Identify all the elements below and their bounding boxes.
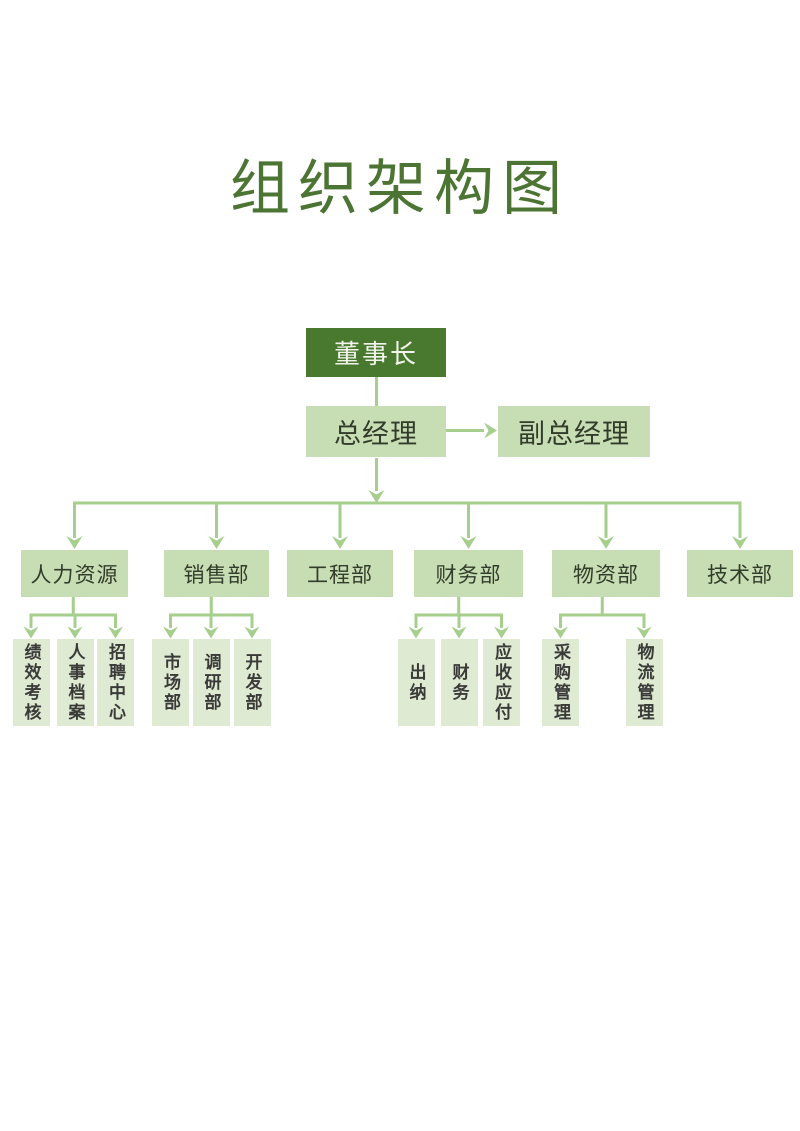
connector-hr-branch	[23, 597, 123, 639]
node-dept-finance: 财务部	[414, 550, 523, 597]
node-sub-logistics-management-label: 物流管理	[634, 642, 654, 723]
node-sub-development: 开发部	[233, 639, 271, 726]
node-sub-personnel-files: 人事档案	[56, 639, 94, 726]
node-general-manager: 总经理	[306, 406, 446, 457]
node-sub-performance-review: 绩效考核	[12, 639, 50, 726]
node-sub-marketing-label: 市场部	[161, 652, 180, 713]
node-dept-hr: 人力资源	[21, 550, 128, 597]
node-dept-technology-label: 技术部	[707, 562, 773, 587]
page-title: 组织架构图	[230, 156, 570, 222]
node-sub-receivables-payables-label: 应收应付	[492, 642, 511, 723]
node-sub-development-label: 开发部	[242, 652, 262, 713]
connector-dept-drops	[66, 501, 748, 549]
node-sub-procurement-management: 采购管理	[542, 639, 579, 726]
connector-sales-branch	[163, 597, 260, 639]
node-sub-research-label: 调研部	[201, 652, 221, 713]
connector-gm-deputy	[446, 422, 497, 439]
node-sub-procurement-management-label: 采购管理	[551, 642, 570, 723]
node-deputy-general-manager: 副总经理	[498, 406, 650, 457]
node-sub-finance: 财务	[440, 639, 478, 726]
node-sub-receivables-payables: 应收应付	[483, 639, 520, 726]
node-dept-sales: 销售部	[164, 550, 269, 597]
node-dept-finance-label: 财务部	[435, 562, 502, 587]
node-dept-technology: 技术部	[687, 550, 793, 597]
node-dept-engineering-label: 工程部	[307, 562, 373, 587]
connector-finance-branch	[408, 597, 509, 639]
node-sub-logistics-management: 物流管理	[625, 639, 663, 726]
node-sub-performance-review-label: 绩效考核	[21, 642, 41, 723]
node-sub-research: 调研部	[192, 639, 230, 726]
node-sub-marketing: 市场部	[152, 639, 189, 726]
connector-gm-stem	[368, 458, 385, 503]
node-sub-recruitment-center: 招聘中心	[97, 639, 134, 726]
node-dept-hr-label: 人力资源	[30, 562, 119, 587]
connector-materials-branch	[553, 597, 652, 639]
node-dept-materials: 物资部	[552, 550, 660, 597]
node-dept-materials-label: 物资部	[573, 562, 639, 587]
node-sub-cashier-label: 出纳	[406, 662, 426, 703]
node-dept-engineering: 工程部	[287, 550, 393, 597]
node-dept-sales-label: 销售部	[183, 562, 250, 587]
node-deputy-general-manager-label: 副总经理	[518, 419, 630, 449]
node-general-manager-label: 总经理	[334, 419, 418, 449]
node-sub-personnel-files-label: 人事档案	[65, 642, 85, 723]
node-chairman: 董事长	[306, 328, 446, 377]
node-sub-finance-label: 财务	[449, 662, 469, 703]
node-sub-recruitment-center-label: 招聘中心	[106, 642, 125, 723]
node-chairman-label: 董事长	[333, 340, 418, 369]
node-sub-cashier: 出纳	[397, 639, 435, 726]
